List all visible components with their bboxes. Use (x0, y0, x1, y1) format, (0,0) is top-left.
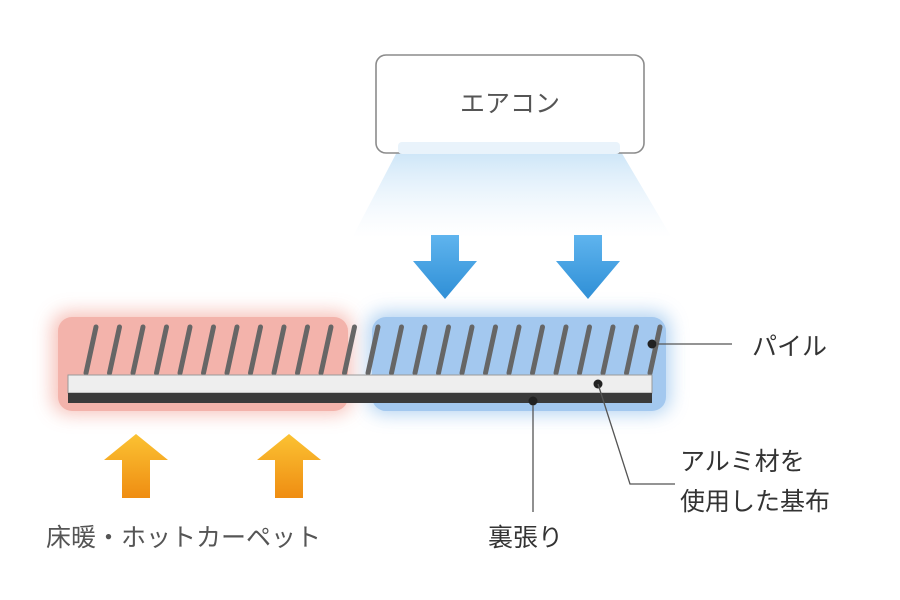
pile-strand (506, 324, 522, 376)
warm-arrows (104, 434, 321, 498)
pile-strand (412, 324, 428, 376)
pile-strand (130, 324, 146, 376)
pile-strand (154, 324, 169, 376)
pile-label: パイル (752, 332, 827, 361)
pile-strand (647, 324, 663, 376)
arrow-down-icon (556, 235, 620, 299)
leader-base-fabric (593, 379, 675, 485)
pile-strand (107, 324, 122, 376)
aluminum-label-line1: アルミ材を (680, 447, 805, 476)
pile-strand (83, 324, 99, 376)
arrow-up-icon (104, 434, 168, 498)
cool-air-flow (352, 150, 672, 238)
leader-pile (647, 339, 732, 349)
backing-label: 裏張り (488, 523, 563, 552)
pile-strand (224, 324, 240, 376)
pile-strand (483, 324, 498, 376)
arrow-up-icon (257, 434, 321, 498)
pile-strand (295, 324, 310, 376)
pile-strand (389, 324, 404, 376)
pile-strand (530, 324, 545, 376)
pile-strand (177, 324, 193, 376)
floor-heating-label: 床暖・ホットカーペット (46, 523, 321, 552)
air-conditioner-unit: エアコン (375, 54, 645, 154)
leader-backing (528, 396, 538, 512)
carpet-backing (68, 393, 652, 403)
pile-strand (201, 324, 216, 376)
pile-strand (248, 324, 263, 376)
pile-strand (436, 324, 451, 376)
pile-strand (459, 324, 475, 376)
aluminum-base-fabric (67, 374, 653, 394)
pile-strand (553, 324, 569, 376)
pile-strand (318, 324, 334, 376)
pile-strand (342, 324, 357, 376)
pile-strands (83, 324, 663, 376)
arrow-down-icon (413, 235, 477, 299)
pile-strand (624, 324, 639, 376)
pile-strand (577, 324, 592, 376)
pile-strand (600, 324, 616, 376)
pile-strand (271, 324, 287, 376)
air-conditioner-vent (398, 142, 620, 154)
air-conditioner-label: エアコン (460, 89, 560, 118)
pile-strand (365, 324, 381, 376)
cool-arrows (413, 235, 620, 299)
aluminum-label-line2: 使用した基布 (680, 487, 830, 516)
